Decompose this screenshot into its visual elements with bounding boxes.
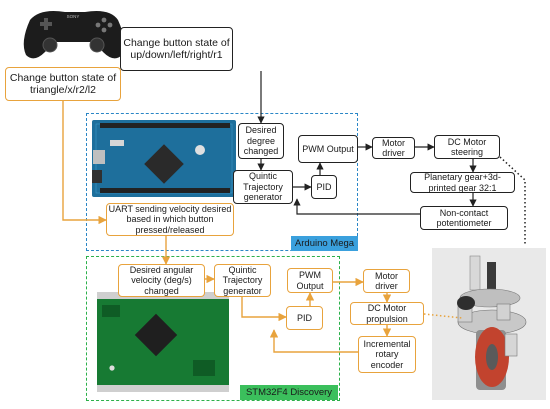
pwm-output-top-box: PWM Output: [298, 135, 358, 163]
planetary-gear-box: Planetary gear+3d-printed gear 32:1: [410, 172, 515, 193]
arduino-mega-region: [86, 113, 358, 251]
motor-driver-top-box: Motor driver: [372, 137, 415, 159]
stm32-board-image: [97, 292, 229, 392]
uart-sending-box: UART sending velocity desired based in w…: [106, 203, 234, 236]
motor-driver-bottom-box: Motor driver: [363, 269, 410, 293]
dc-motor-propulsion-box: DC Motor propulsion: [350, 302, 424, 325]
wheel-module-image: [432, 248, 546, 400]
pid-bottom-box: PID: [286, 306, 323, 330]
desired-angular-velocity-box: Desired angular velocity (deg/s) changed: [118, 264, 205, 297]
arduino-mega-board-image: [92, 120, 236, 197]
desired-degree-box: Desired degree changed: [238, 123, 284, 159]
gamepad-controller-image: SONY: [23, 11, 125, 59]
non-contact-potentiometer-box: Non-contact potentiometer: [420, 206, 508, 230]
change-udlr-button-box: Change button state of up/down/left/righ…: [120, 27, 233, 71]
dc-motor-steering-box: DC Motor steering: [434, 135, 500, 159]
pwm-output-bottom-box: PWM Output: [287, 268, 333, 293]
quintic-trajectory-top-box: Quintic Trajectory generator: [233, 170, 293, 204]
quintic-trajectory-bottom-box: Quintic Trajectory generator: [214, 264, 271, 297]
stm32-discovery-region: [86, 256, 340, 401]
stm32f4-discovery-label: STM32F4 Discovery: [240, 385, 338, 400]
arduino-mega-label: Arduino Mega: [291, 236, 358, 251]
sony-logo-text: SONY: [67, 14, 80, 19]
change-triangle-button-box: Change button state of triangle/x/r2/l2: [5, 67, 121, 101]
incremental-rotary-encoder-box: Incremental rotary encoder: [358, 336, 416, 373]
pid-top-box: PID: [311, 175, 337, 199]
